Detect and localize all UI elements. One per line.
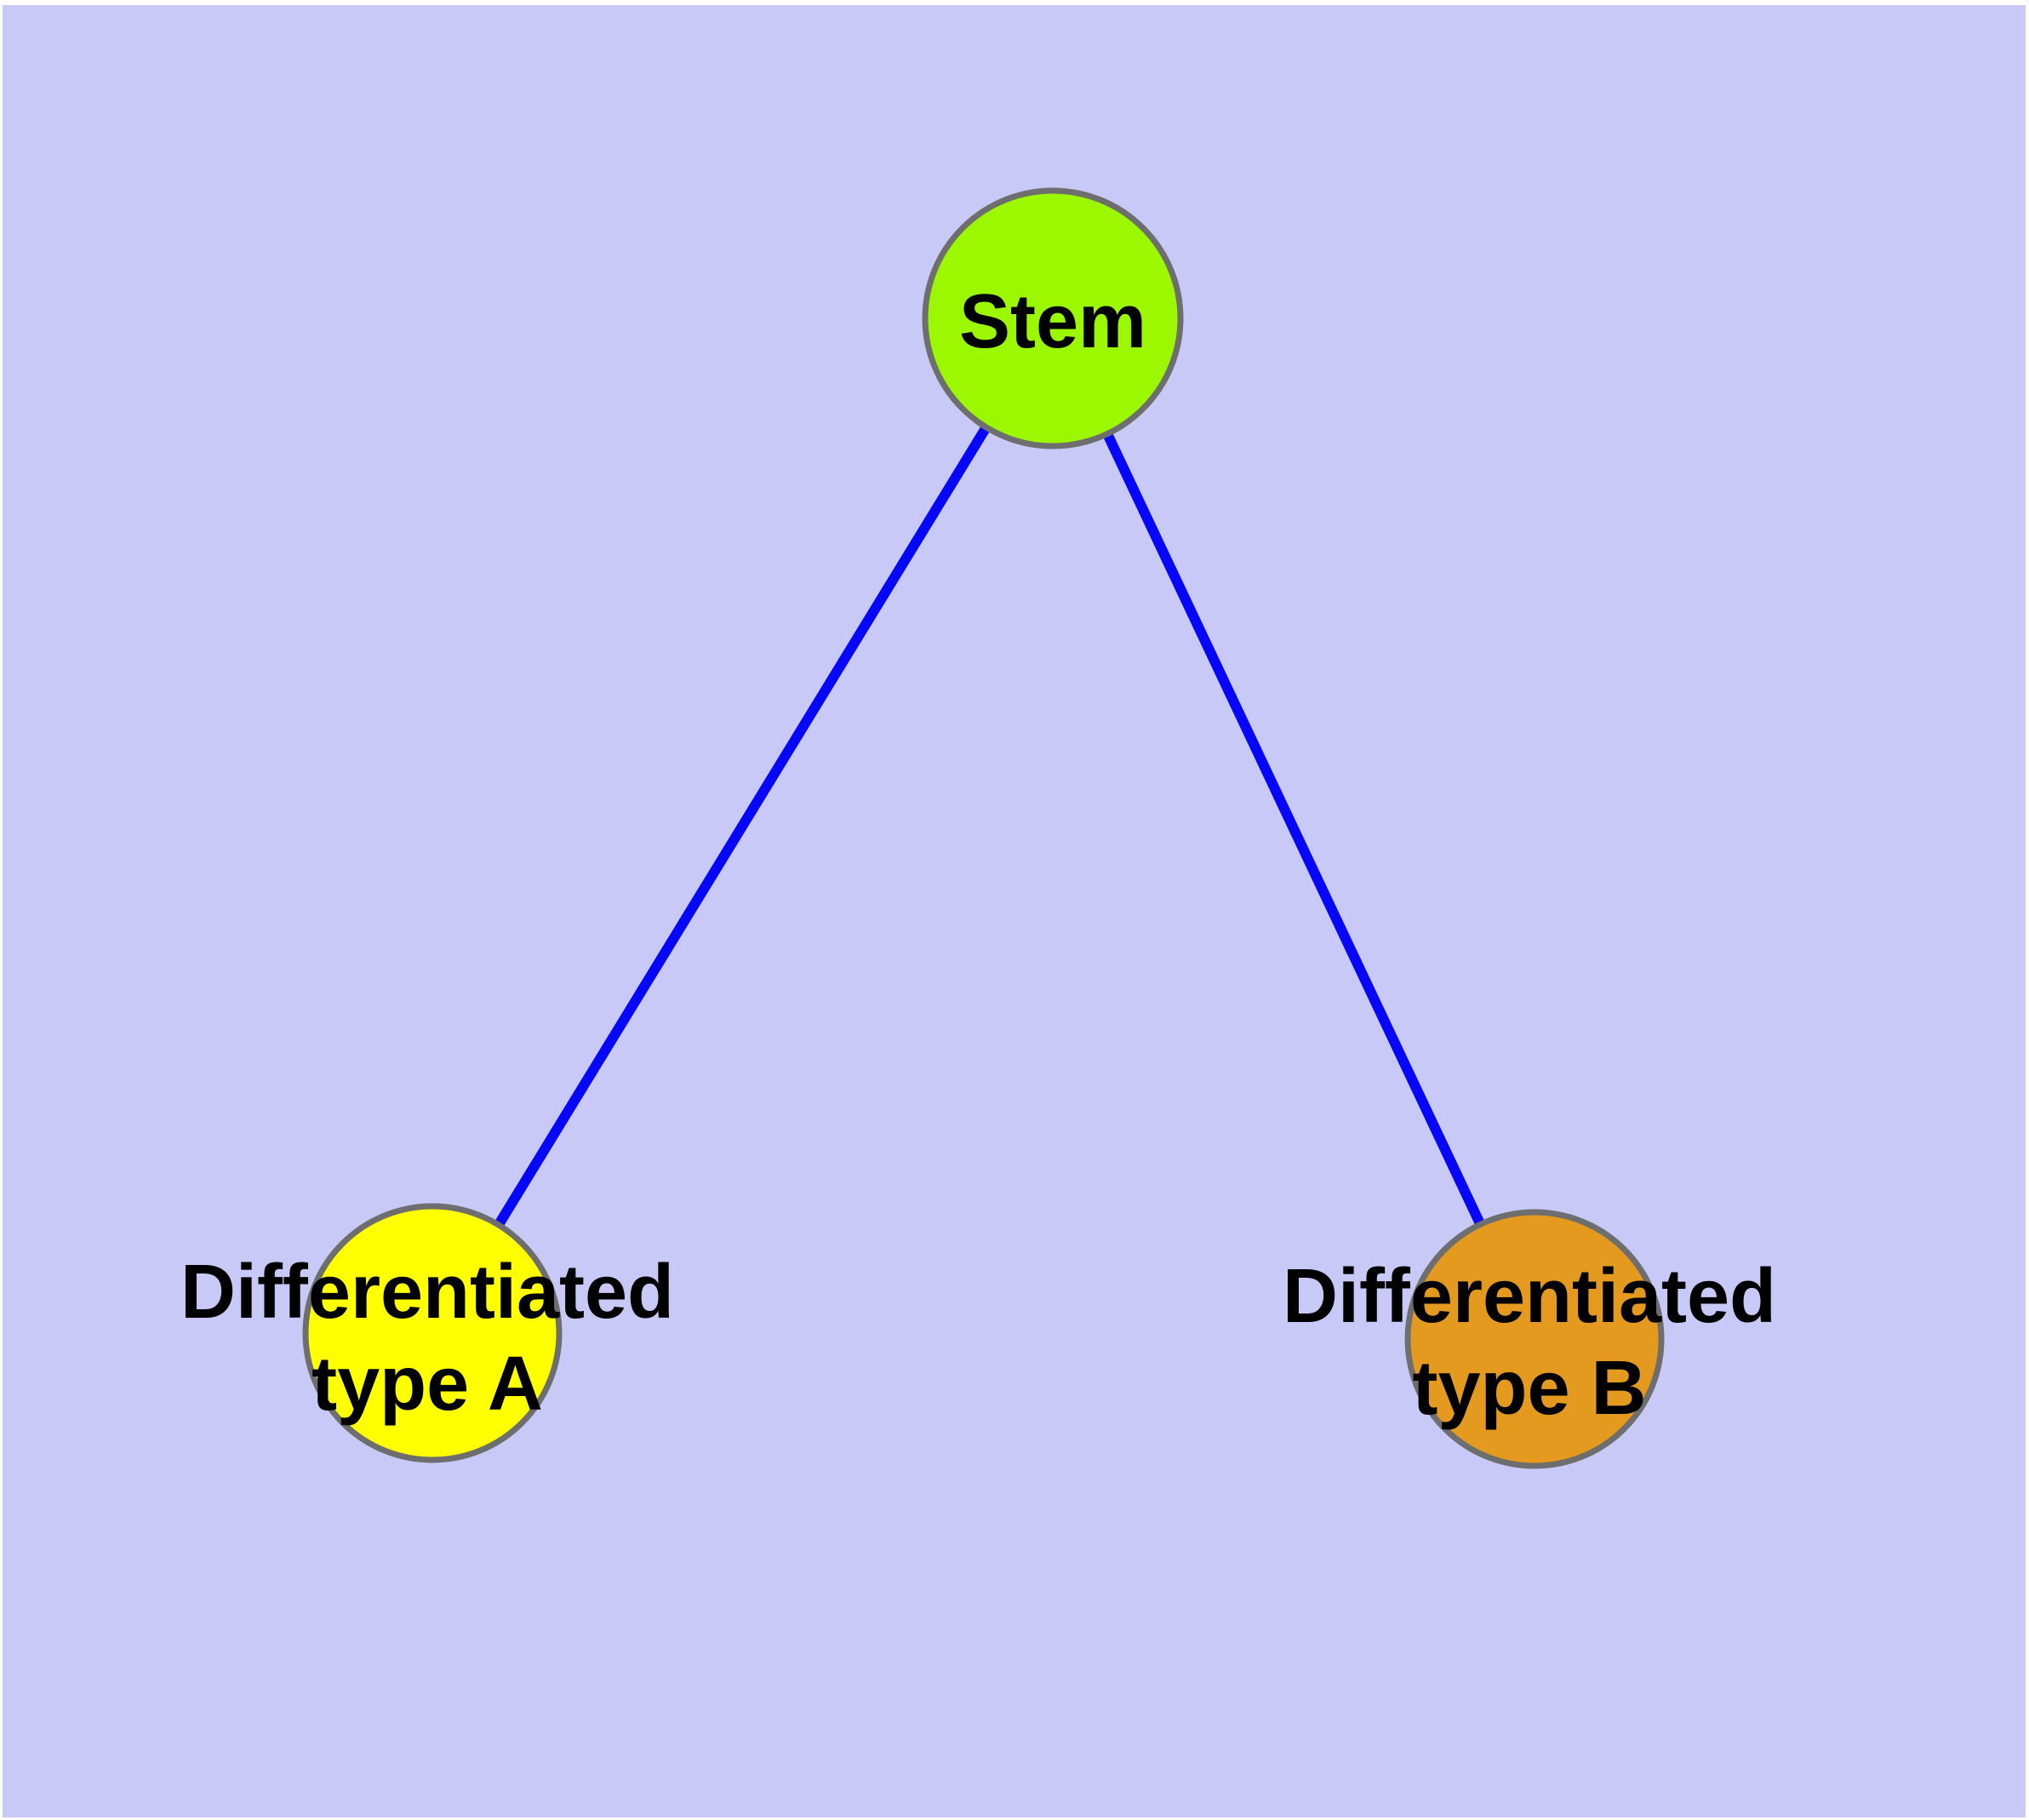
node-type-b-label-line1: Differentiated (1283, 1254, 1776, 1339)
node-differentiated-type-b (1404, 1209, 1665, 1469)
node-stem (922, 187, 1184, 449)
node-type-b-label-line2: type B (1412, 1346, 1646, 1431)
node-type-a-label-line2: type A (311, 1342, 543, 1427)
label-layer: Stem Differentiated type A Differentiate… (180, 279, 1776, 1431)
node-type-a-label-line1: Differentiated (180, 1250, 674, 1335)
node-stem-label: Stem (959, 279, 1146, 364)
edge-stem-to-type-b (1048, 316, 1540, 1342)
edge-stem-to-type-a (427, 315, 1058, 1336)
edge-layer (427, 315, 1540, 1342)
node-layer (302, 187, 1665, 1469)
node-differentiated-type-a (302, 1203, 563, 1463)
